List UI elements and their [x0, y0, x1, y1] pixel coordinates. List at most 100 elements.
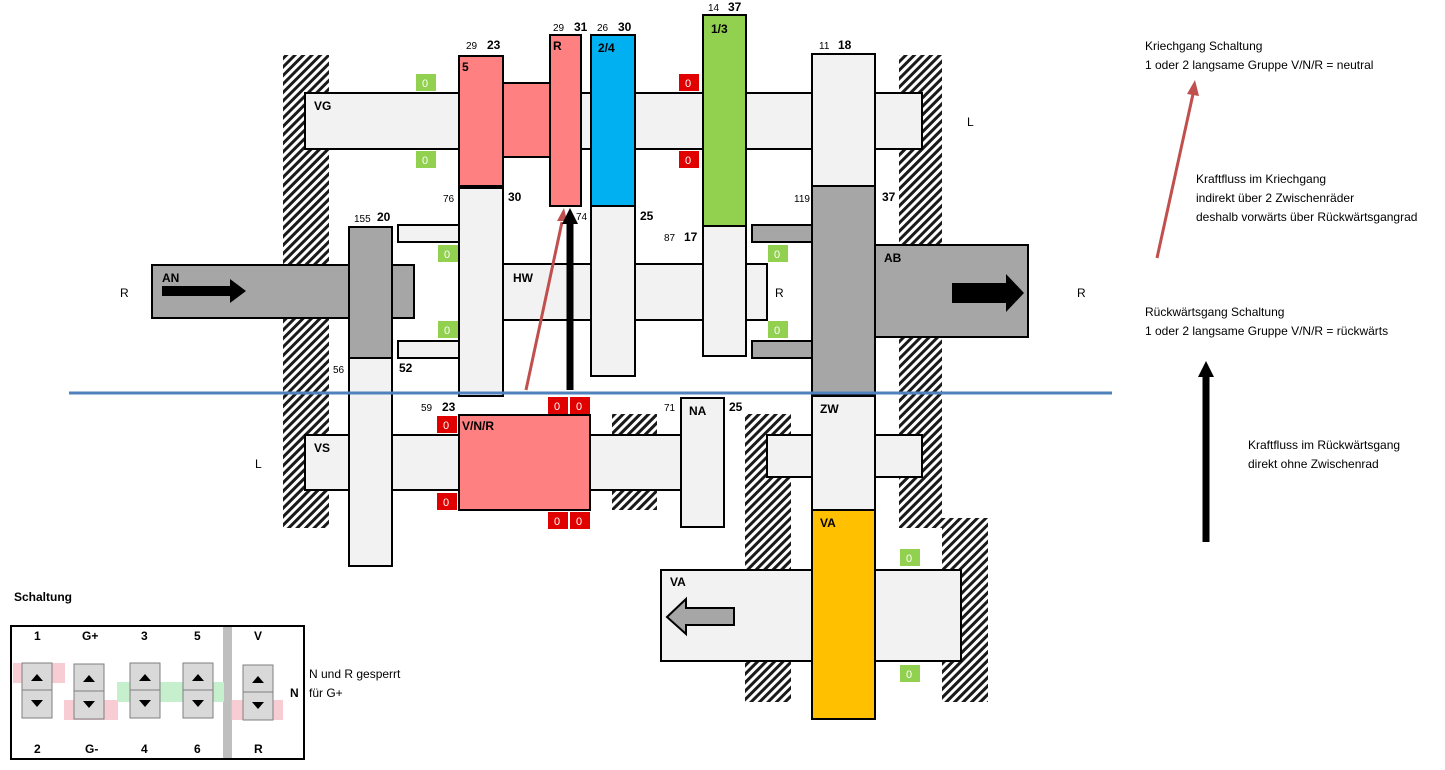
gear-r-label: R [553, 39, 562, 53]
gear-76 [458, 187, 504, 397]
flow-arrow-red-legend-head [1187, 80, 1199, 96]
marker-red [437, 416, 457, 433]
shaft-ab-label: AB [884, 251, 902, 265]
marker-red [437, 493, 457, 510]
shaft-va-label: VA [670, 575, 686, 589]
tooth-87-small: 87 [664, 233, 676, 244]
note-rueck-line: 1 oder 2 langsame Gruppe V/N/R = rückwär… [1145, 324, 1388, 338]
gear-2-4-label: 2/4 [598, 41, 615, 55]
side-label-r-right: R [1077, 286, 1086, 300]
sleeve-left-bottom [397, 340, 461, 359]
gear-va-label: VA [820, 516, 836, 530]
gear-2-4 [590, 34, 636, 207]
note-kraft-kriech-1: Kraftfluss im Kriechgang [1196, 172, 1326, 186]
marker-red-text: 0 [554, 516, 560, 528]
note-kriech-line: 1 oder 2 langsame Gruppe V/N/R = neutral [1145, 58, 1373, 72]
gear-5 [458, 55, 504, 187]
side-label-l-top: L [967, 115, 974, 129]
marker-red-text: 0 [443, 420, 449, 432]
flow-arrow-black-diagram-head [562, 208, 578, 224]
marker-red-text: 0 [554, 401, 560, 413]
marker-green [900, 665, 920, 682]
tooth-119-small: 119 [794, 194, 810, 205]
tooth-74-big: 25 [640, 209, 654, 223]
sleeve-left-top [397, 224, 461, 243]
tooth-5-big: 23 [487, 38, 501, 52]
flow-arrow-red-legend [1155, 93, 1195, 259]
ab-output-arrow [952, 274, 1024, 312]
tooth-56-small: 56 [333, 365, 345, 376]
switch-g[interactable] [73, 663, 105, 720]
switch-down-icon [139, 700, 151, 707]
marker-red-text: 0 [443, 497, 449, 509]
marker-red-text: 0 [576, 516, 582, 528]
gear-5-label: 5 [462, 60, 469, 74]
switch-5-6[interactable] [182, 662, 214, 719]
tooth-155-small: 155 [354, 214, 371, 225]
marker-green-text: 0 [906, 553, 912, 565]
switch-up-icon [252, 676, 264, 683]
marker-green [416, 151, 436, 168]
tooth-13-small: 14 [708, 3, 720, 14]
gear-va [811, 509, 876, 720]
tooth-r-small: 29 [553, 23, 565, 34]
tooth-24-big: 30 [618, 20, 632, 34]
shift-pattern-panel: Schaltung 1 G+ 3 5 V 2 G- 4 6 R N [10, 590, 401, 760]
tooth-24-small: 26 [597, 23, 609, 34]
shift-top-1: 1 [34, 629, 41, 643]
marker-red [679, 151, 699, 168]
marker-green-text: 0 [444, 249, 450, 261]
shift-bottom-r: R [254, 742, 263, 756]
shift-note-2: für G+ [309, 686, 343, 700]
tooth-18-small: 11 [819, 41, 830, 52]
marker-green-text: 0 [774, 325, 780, 337]
marker-red [679, 74, 699, 91]
note-kraft-rueck-1: Kraftfluss im Rückwärtsgang [1248, 438, 1400, 452]
vnr-coupling [458, 414, 591, 511]
shaft-vs-label: VS [314, 441, 330, 455]
marker-green [900, 549, 920, 566]
va-output-arrow [665, 596, 735, 637]
tooth-76-small: 76 [443, 194, 455, 205]
note-kraft-rueck-2: direkt ohne Zwischenrad [1248, 457, 1379, 471]
shift-bottom-4: 4 [141, 742, 148, 756]
marker-red [548, 397, 568, 414]
shift-bottom-2: 2 [34, 742, 41, 756]
marker-green-text: 0 [774, 249, 780, 261]
gear-1-3 [702, 14, 747, 227]
marker-green [768, 321, 788, 338]
gear-74 [590, 205, 636, 377]
marker-red-text: 0 [576, 401, 582, 413]
tooth-76-big: 30 [508, 190, 522, 204]
note-kriech-title: Kriechgang Schaltung [1145, 39, 1262, 53]
marker-green-text: 0 [444, 325, 450, 337]
shift-panel-separator [223, 627, 232, 758]
shaft-an-label: AN [162, 271, 179, 285]
side-label-r-mid: R [775, 286, 784, 300]
note-kraft-kriech-2: indirekt über 2 Zwischenräder [1196, 191, 1354, 205]
switch-up-icon [192, 674, 204, 681]
tooth-13-big: 37 [728, 0, 742, 14]
gear-11 [811, 53, 876, 187]
shift-bottom-gminus: G- [85, 742, 98, 756]
switch-up-icon [83, 675, 95, 682]
marker-green-text: 0 [422, 155, 428, 167]
gear-155 [348, 226, 393, 359]
switch-vnr[interactable] [242, 664, 274, 721]
switch-down-icon [192, 700, 204, 707]
tooth-71-small: 71 [664, 403, 676, 414]
switch-down-icon [252, 702, 264, 709]
vnr-label: V/N/R [462, 419, 494, 433]
switch-3-4[interactable] [129, 662, 161, 719]
tooth-59-small: 59 [421, 403, 433, 414]
marker-green-text: 0 [422, 78, 428, 90]
flow-arrow-black-legend-head [1198, 361, 1214, 377]
gear-56 [348, 357, 393, 567]
tooth-counts: 29 23 29 31 26 30 14 37 11 18 76 30 74 2… [333, 0, 896, 414]
flow-arrow-red-diagram-head [557, 208, 567, 221]
shaft-vs-right [589, 434, 683, 491]
side-label-l-bottom: L [255, 457, 262, 471]
tooth-56-big: 52 [399, 361, 413, 375]
an-input-arrow [162, 279, 246, 303]
switch-1-2[interactable] [21, 662, 53, 719]
